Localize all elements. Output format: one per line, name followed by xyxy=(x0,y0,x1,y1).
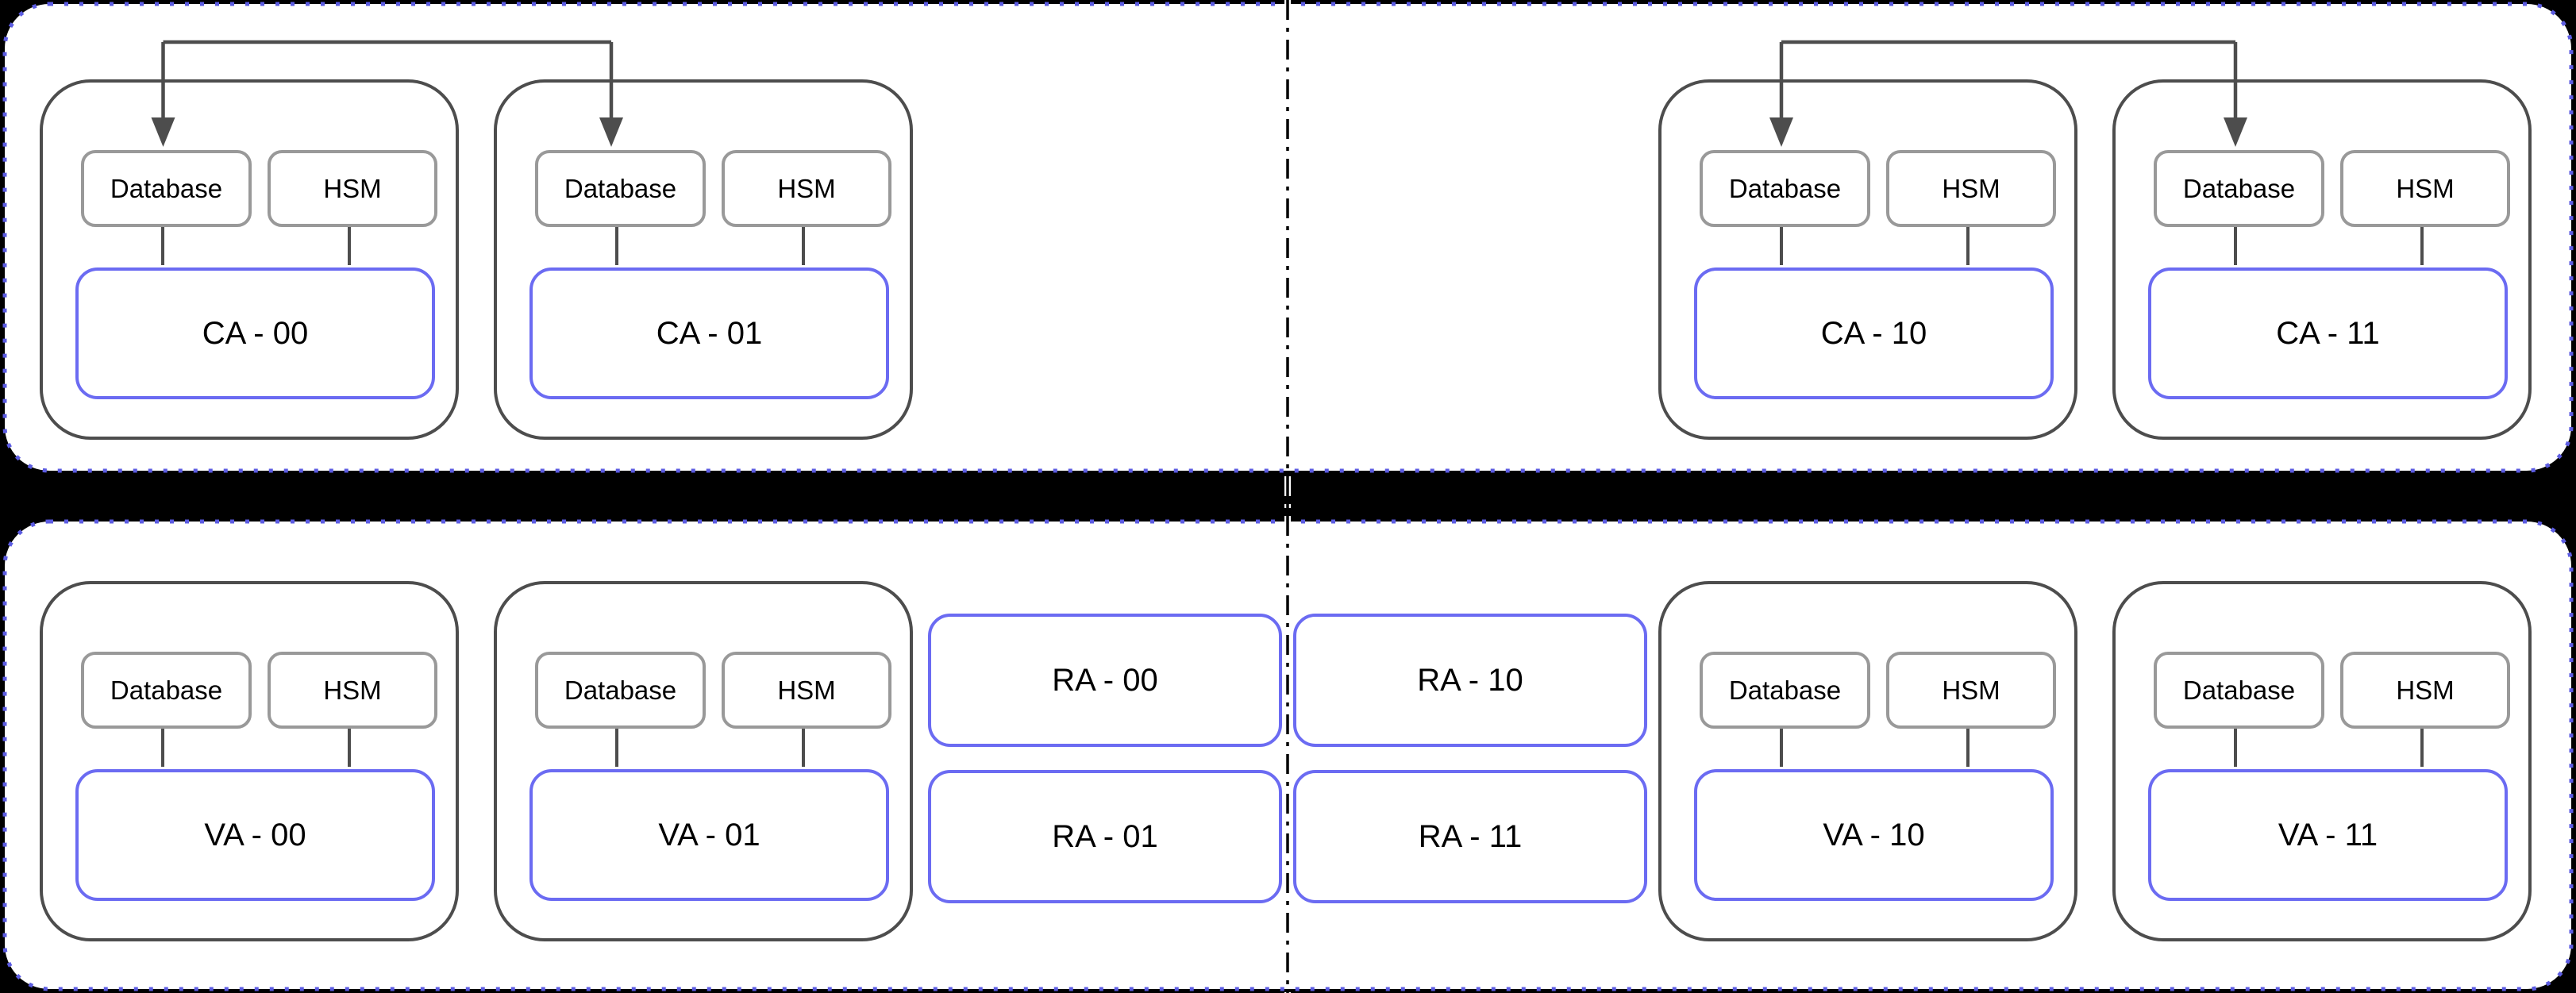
hsm-label: HSM xyxy=(2396,174,2455,203)
database-box: Database xyxy=(81,652,252,729)
node-va-11: VA - 11 xyxy=(2148,769,2508,901)
hsm-box: HSM xyxy=(722,652,891,729)
node-ra-11: RA - 11 xyxy=(1293,770,1647,903)
node-ca-10: CA - 10 xyxy=(1694,267,2054,399)
hsm-label: HSM xyxy=(1942,675,2000,705)
node-label: RA - 01 xyxy=(1052,819,1158,854)
hsm-label: HSM xyxy=(1942,174,2000,203)
hsm-label: HSM xyxy=(777,675,836,705)
database-box: Database xyxy=(535,150,706,227)
node-va-10: VA - 10 xyxy=(1694,769,2054,901)
hsm-box: HSM xyxy=(1886,150,2056,227)
hsm-label: HSM xyxy=(2396,675,2455,705)
database-box: Database xyxy=(2154,652,2324,729)
cluster-ca-01: Database HSM CA - 01 xyxy=(494,79,913,440)
node-label: CA - 11 xyxy=(2276,316,2380,351)
cluster-ca-11: Database HSM CA - 11 xyxy=(2112,79,2532,440)
cluster-va-10: Database HSM VA - 10 xyxy=(1658,581,2077,941)
node-ra-01: RA - 01 xyxy=(928,770,1282,903)
node-ca-11: CA - 11 xyxy=(2148,267,2508,399)
node-ca-00: CA - 00 xyxy=(75,267,435,399)
node-label: VA - 00 xyxy=(204,818,306,853)
node-va-01: VA - 01 xyxy=(529,769,889,901)
database-label: Database xyxy=(564,174,677,203)
cluster-ca-00: Database HSM CA - 00 xyxy=(40,79,459,440)
node-label: RA - 10 xyxy=(1417,663,1523,698)
hsm-box: HSM xyxy=(722,150,891,227)
cluster-va-00: Database HSM VA - 00 xyxy=(40,581,459,941)
database-box: Database xyxy=(535,652,706,729)
database-box: Database xyxy=(81,150,252,227)
database-box: Database xyxy=(2154,150,2324,227)
arrowhead-down-icon xyxy=(2224,117,2247,147)
database-label: Database xyxy=(2182,174,2296,203)
node-label: RA - 11 xyxy=(1418,819,1523,854)
database-label: Database xyxy=(110,174,223,203)
node-va-00: VA - 00 xyxy=(75,769,435,901)
hsm-label: HSM xyxy=(323,675,382,705)
va-tier-connector-stubs xyxy=(161,726,2424,767)
arrowhead-down-icon xyxy=(599,117,623,147)
database-box: Database xyxy=(1700,652,1870,729)
database-label: Database xyxy=(1728,675,1842,705)
node-label: RA - 00 xyxy=(1052,663,1158,698)
hsm-box: HSM xyxy=(2340,652,2510,729)
arrowhead-down-icon xyxy=(1769,117,1793,147)
cluster-ca-10: Database HSM CA - 10 xyxy=(1658,79,2077,440)
node-ra-00: RA - 00 xyxy=(928,614,1282,747)
node-label: VA - 10 xyxy=(1823,818,1925,853)
database-label: Database xyxy=(564,675,677,705)
database-label: Database xyxy=(1728,174,1842,203)
hsm-box: HSM xyxy=(1886,652,2056,729)
node-label: VA - 01 xyxy=(658,818,760,853)
node-ca-01: CA - 01 xyxy=(529,267,889,399)
arrowhead-down-icon xyxy=(151,117,175,147)
node-label: CA - 00 xyxy=(202,316,309,351)
node-label: VA - 11 xyxy=(2278,818,2378,853)
hsm-box: HSM xyxy=(2340,150,2510,227)
cluster-va-01: Database HSM VA - 01 xyxy=(494,581,913,941)
hsm-box: HSM xyxy=(268,652,437,729)
node-ra-10: RA - 10 xyxy=(1293,614,1647,747)
hsm-box: HSM xyxy=(268,150,437,227)
ca-tier-connector-stubs xyxy=(161,224,2424,265)
hsm-label: HSM xyxy=(323,174,382,203)
node-label: CA - 10 xyxy=(1820,316,1927,351)
cluster-va-11: Database HSM VA - 11 xyxy=(2112,581,2532,941)
database-label: Database xyxy=(110,675,223,705)
database-label: Database xyxy=(2182,675,2296,705)
database-box: Database xyxy=(1700,150,1870,227)
node-label: CA - 01 xyxy=(656,316,763,351)
hsm-label: HSM xyxy=(777,174,836,203)
